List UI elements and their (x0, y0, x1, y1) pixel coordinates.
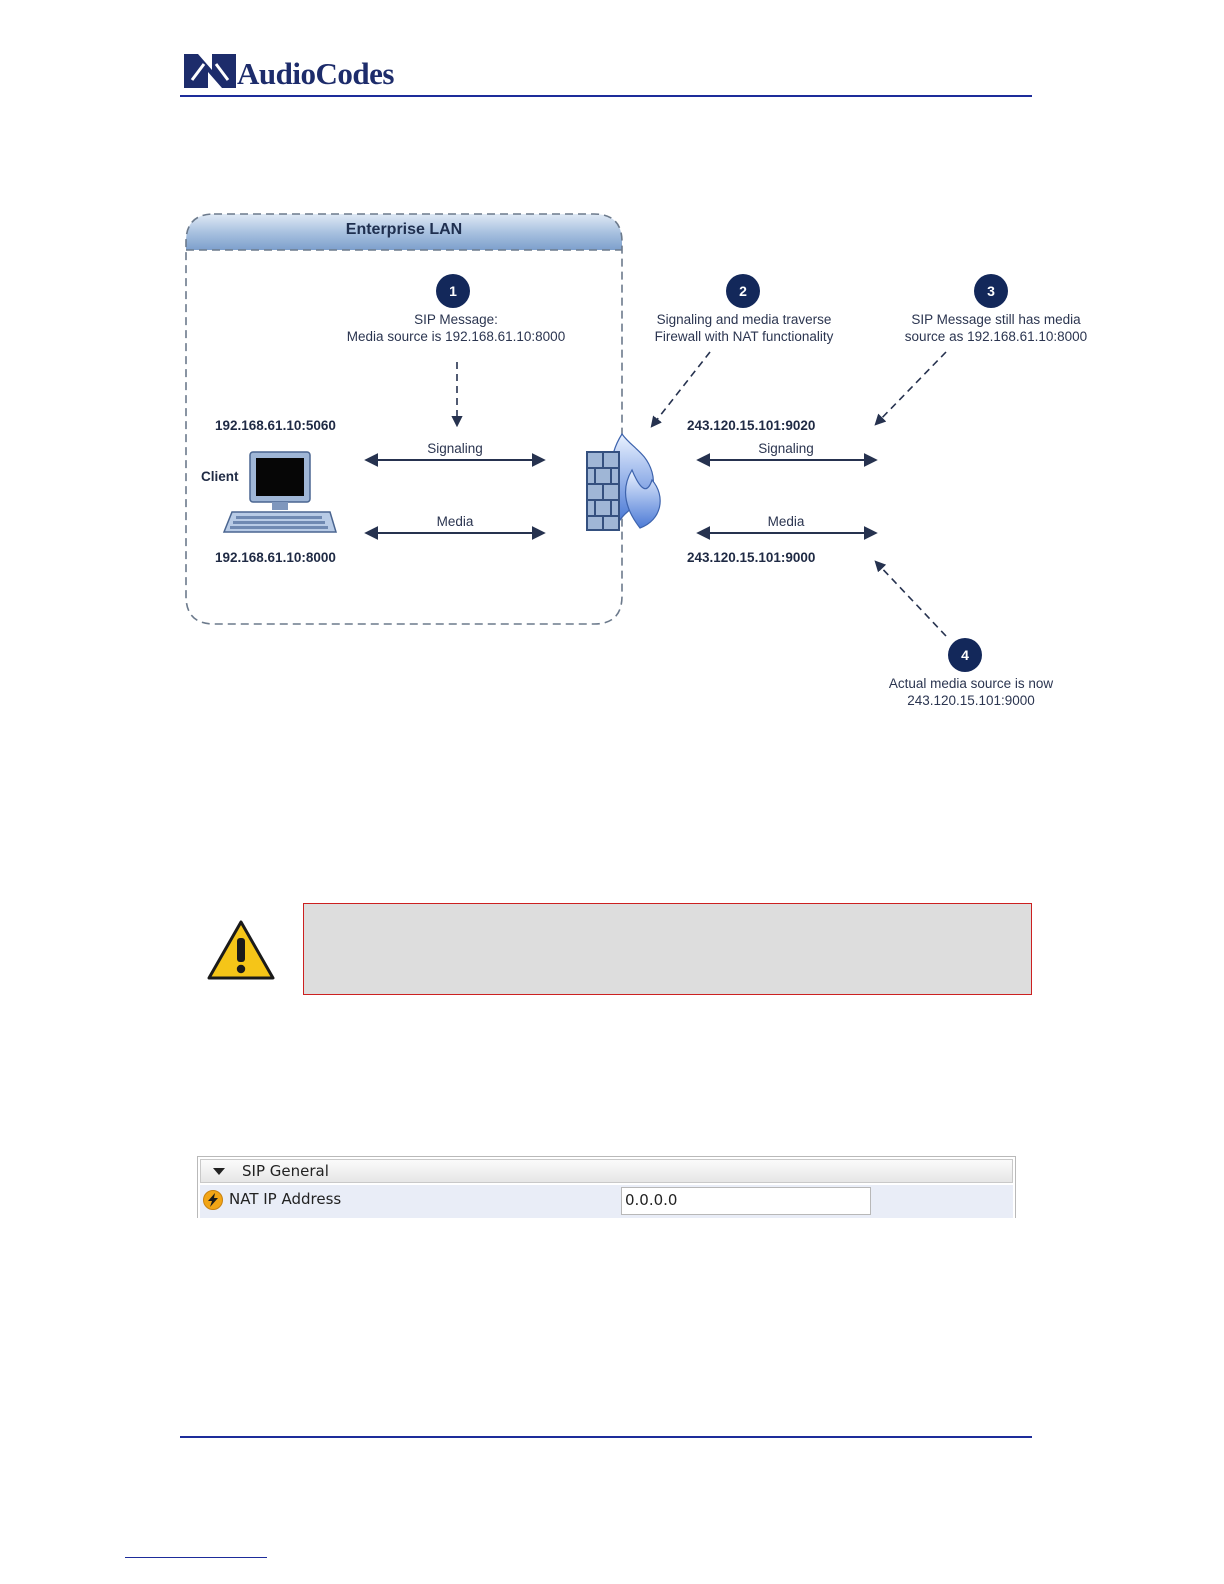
audiocodes-logo (182, 50, 422, 94)
step-4-caption-line-1: Actual media source is now (888, 676, 1054, 691)
nat-ip-address-label: NAT IP Address (229, 1190, 342, 1208)
nat-ip-address-input[interactable]: 0.0.0.0 (621, 1187, 871, 1215)
step-3-number: 3 (987, 283, 995, 299)
step-2-callout-arrow (650, 351, 711, 428)
step-1-badge (436, 274, 470, 308)
wan-media-address: 243.120.15.101:9000 (687, 550, 816, 565)
enterprise-lan-title: Enterprise LAN (345, 221, 463, 238)
client-computer-icon (222, 451, 338, 533)
nat-ip-address-row: NAT IP Address 0.0.0.0 (200, 1185, 1013, 1218)
step-1-caption: SIP Message: Media source is 192.168.61.… (316, 311, 596, 345)
step-1-caption-line-1: SIP Message: (414, 312, 498, 327)
step-3-caption: SIP Message still has media source as 19… (878, 311, 1114, 345)
section-title: SIP General (242, 1162, 329, 1180)
sip-general-header[interactable]: SIP General (200, 1159, 1013, 1183)
warning-icon (206, 918, 276, 982)
nat-diagram (185, 213, 1008, 672)
step-4-caption-line-2: 243.120.15.101:9000 (907, 693, 1035, 708)
step-2-caption-line-1: Signaling and media traverse (656, 312, 832, 327)
lan-media-label: Media (436, 514, 474, 529)
step-4-caption: Actual media source is now 243.120.15.10… (856, 675, 1086, 709)
lan-media-address: 192.168.61.10:8000 (215, 550, 336, 565)
sip-general-panel: SIP General NAT IP Address 0.0.0.0 (197, 1156, 1016, 1218)
footnote-rule (125, 1557, 267, 1558)
audiocodes-logo-icon (184, 54, 236, 88)
step-3-callout-arrow (874, 351, 947, 426)
step-3-caption-line-2: source as 192.168.61.10:8000 (904, 329, 1088, 344)
brand-name: AudioCodes (237, 56, 394, 91)
firewall-icon (586, 432, 661, 531)
wan-signaling-address: 243.120.15.101:9020 (687, 418, 816, 433)
client-label: Client (201, 469, 239, 484)
step-2-caption-line-2: Firewall with NAT functionality (654, 329, 834, 344)
step-4-badge (948, 638, 982, 672)
step-1-number: 1 (449, 283, 457, 299)
step-2-number: 2 (739, 283, 747, 299)
step-3-caption-line-1: SIP Message still has media (911, 312, 1081, 327)
step-4-number: 4 (961, 647, 969, 663)
step-3-badge (974, 274, 1008, 308)
note-box (303, 903, 1032, 995)
step-2-caption: Signaling and media traverse Firewall wi… (626, 311, 862, 345)
lan-signaling-address: 192.168.61.10:5060 (215, 418, 336, 433)
step-4-callout-arrow (874, 560, 947, 637)
step-2-badge (726, 274, 760, 308)
lightning-bolt-icon (203, 1190, 223, 1210)
lan-signaling-label: Signaling (427, 441, 483, 456)
wan-signaling-label: Signaling (758, 441, 814, 456)
enterprise-lan-box (185, 213, 623, 625)
header-rule (180, 95, 1032, 97)
caret-down-icon[interactable] (213, 1168, 225, 1175)
wan-media-label: Media (767, 514, 805, 529)
footer-rule (180, 1436, 1032, 1438)
step-1-caption-line-2: Media source is 192.168.61.10:8000 (346, 329, 566, 344)
